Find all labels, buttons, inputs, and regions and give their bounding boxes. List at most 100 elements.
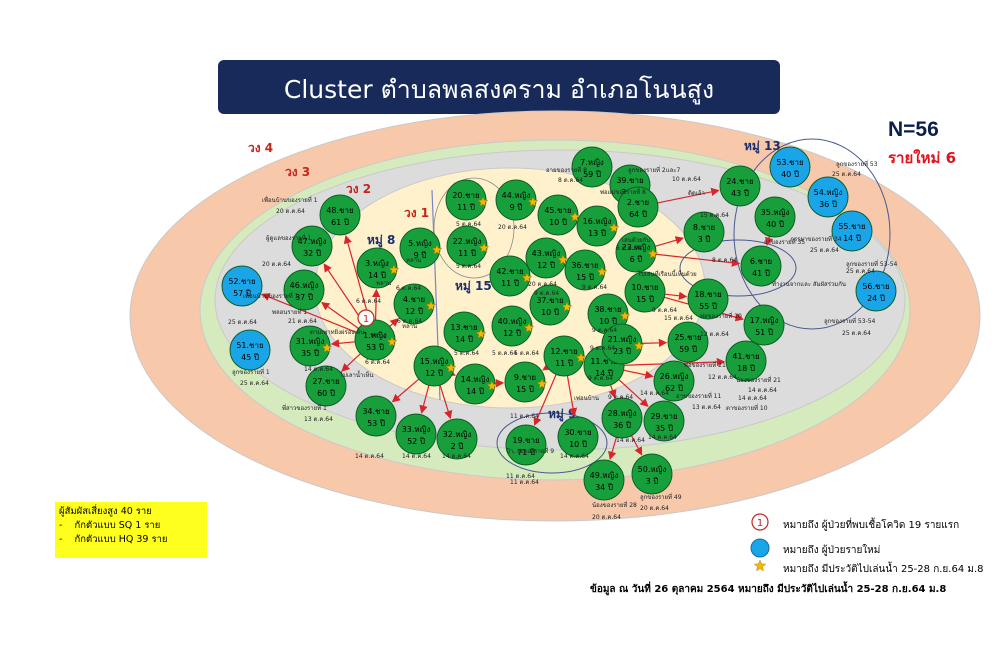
annotation-68: 14 ต.ค.64 xyxy=(616,437,645,444)
annotation-84: 25 ต.ค.64 xyxy=(842,330,871,337)
case-label-34: 34.ชาย xyxy=(362,407,389,416)
annotation-33: 9 ต.ค.64 xyxy=(592,327,617,334)
legend-first-case-symbol xyxy=(751,513,769,531)
case-label-52: 52.ชาย xyxy=(228,277,255,286)
case-label-2: 2.ชาย xyxy=(627,198,649,207)
case-age-4: 12 ปี xyxy=(405,307,423,316)
annotation-69: เพ่อนบ้าน xyxy=(574,395,599,402)
case-label-15: 15.หญิง xyxy=(420,357,449,366)
star-icon-4 xyxy=(425,300,437,311)
case-node-3 xyxy=(356,247,398,289)
annotation-63: 14 ต.ค.64 xyxy=(748,387,777,394)
annotation-9: ลูกของรายที่ 1 xyxy=(232,368,270,376)
case-node-46 xyxy=(283,269,325,311)
case-label-42: 42.ชาย xyxy=(496,267,523,276)
case-label-39: 39.ชาย xyxy=(616,176,643,185)
case-node-34 xyxy=(355,395,397,437)
annotation-15: 14 ต.ค.64 xyxy=(402,453,431,460)
case-label-19: 19.ชาย xyxy=(512,436,539,445)
case-age-31: 35 ปี xyxy=(301,349,319,358)
case-node-8 xyxy=(683,211,725,253)
case-node-43 xyxy=(525,237,567,279)
case-label-54: 54.หญิง xyxy=(814,188,843,197)
case-age-16: 13 ปี xyxy=(588,229,606,238)
annotation-13: 13 ต.ค.64 xyxy=(304,416,333,423)
case-age-29: 35 ปี xyxy=(655,424,673,433)
case-age-43: 12 ปี xyxy=(537,261,555,270)
case-label-32: 32.หญิง xyxy=(443,430,472,439)
annotation-48: ไปเล่นที่เรือนนี้เห็นด้วย xyxy=(637,268,697,278)
link-arrow-4 xyxy=(341,353,361,372)
case-node-28 xyxy=(601,397,643,439)
case-node-27 xyxy=(305,365,347,407)
case-label-17: 17.หญิง xyxy=(750,316,779,325)
group-outline-9 xyxy=(496,412,608,474)
link-arrow-11 xyxy=(439,384,453,420)
case-node-53 xyxy=(769,146,811,188)
case-node-54 xyxy=(807,176,849,218)
annotation-80: 25 ต.ค.64 xyxy=(810,247,839,254)
annotation-42: 8 ต.ค.64 xyxy=(558,177,583,184)
case-node-15 xyxy=(413,345,455,387)
annotation-45: พ่อแม่ของรายที่ 8 xyxy=(600,188,646,196)
link-arrow-22 xyxy=(641,338,668,348)
annotation-32: 9 ต.ค.64 xyxy=(582,284,607,291)
link-arrow-9 xyxy=(391,378,420,403)
star-icon-3 xyxy=(388,264,400,275)
case-node-1 xyxy=(354,319,396,361)
annotation-31: 9 ต.ค.64 xyxy=(534,290,559,297)
legend-star-icon xyxy=(753,559,767,572)
case-label-8: 8.ชาย xyxy=(693,223,715,232)
annotation-77: ลูกของรายที่ 53 xyxy=(836,160,878,168)
case-label-47: 47.หญิง xyxy=(298,237,327,246)
annotation-35: 9 ต.ค.64 xyxy=(590,345,615,352)
case-node-23 xyxy=(615,231,657,273)
total-count: N=56 xyxy=(888,118,939,141)
case-node-16 xyxy=(576,205,618,247)
ring-label-3: วง 2 xyxy=(346,182,371,196)
annotation-62: น้องของรายที่ 21 xyxy=(736,376,781,384)
annotation-37: 5 ต.ค.64 xyxy=(492,350,517,357)
case-label-23: 23.หญิง xyxy=(622,243,651,252)
case-age-3: 14 ปี xyxy=(368,271,386,280)
link-arrow-19 xyxy=(623,369,654,379)
case-node-35 xyxy=(754,196,796,238)
star-icon-31 xyxy=(321,342,333,353)
annotation-75: ลูกของรายที่ 49 xyxy=(640,493,682,501)
case-label-55: 55.ชาย xyxy=(838,222,865,231)
high-risk-line-sq: - กักตัวแบบ SQ 1 ราย xyxy=(55,519,207,533)
annotation-72: 14 ต.ค.64 xyxy=(560,453,589,460)
case-age-46: 37 ปี xyxy=(295,293,313,302)
case-age-20: 11 ปี xyxy=(457,203,475,212)
annotation-6: พลอนรายที่ 1 xyxy=(272,308,307,316)
case-label-6: 6.ชาย xyxy=(750,257,772,266)
annotation-12: พี่สาวของรายที่ 1 xyxy=(282,404,327,412)
annotation-51: ยาของรายที่ 35 xyxy=(764,238,805,246)
annotation-4: 20 ต.ค.64 xyxy=(262,261,291,268)
first-case-marker xyxy=(357,309,375,327)
case-label-48: 48.ชาย xyxy=(326,206,353,215)
case-node-42 xyxy=(489,255,531,297)
case-label-28: 28.หญิง xyxy=(608,409,637,418)
case-age-45: 10 ปี xyxy=(549,218,567,227)
case-label-16: 16.หญิง xyxy=(583,217,612,226)
annotation-8: 21 ต.ค.64 xyxy=(288,318,317,325)
new-case-count: รายใหม่ 6 xyxy=(888,149,957,167)
case-age-23: 6 ปี xyxy=(630,255,643,264)
link-arrow-6 xyxy=(323,263,365,324)
first-case-marker-label: 1 xyxy=(363,314,369,325)
case-node-26 xyxy=(653,360,695,402)
annotation-71: 11 ต.ค.64 xyxy=(506,473,535,480)
case-label-14: 14.หญิง xyxy=(461,375,490,384)
case-age-32: 2 ปี xyxy=(451,442,464,451)
annotation-11: 14 ต.ค.64 xyxy=(304,366,333,373)
ring-label-1: วง 4 xyxy=(248,141,273,155)
annotation-60: อาขของรายที่ 11 xyxy=(676,392,721,400)
bullet-dash: - xyxy=(59,520,63,531)
case-age-22: 11 ปี xyxy=(458,249,476,258)
link-arrow-25 xyxy=(655,236,685,247)
annotation-50: 15 ต.ค.64 xyxy=(700,212,729,219)
case-label-10: 10.ชาย xyxy=(631,283,658,292)
case-age-17: 51 ปี xyxy=(755,328,773,337)
case-node-49 xyxy=(583,459,625,501)
